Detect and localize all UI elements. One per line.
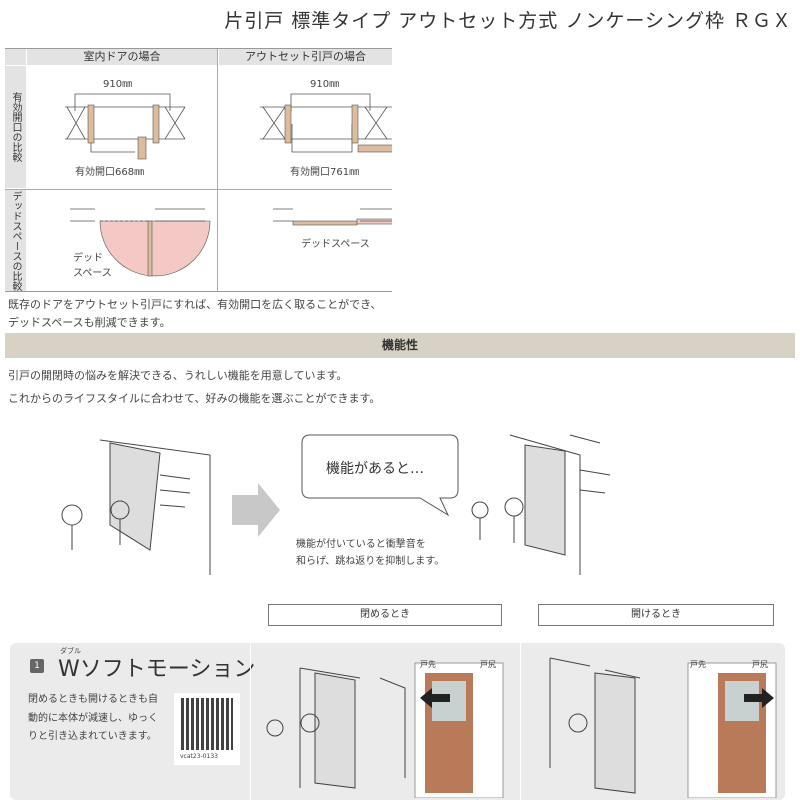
opening-right: 有効開口761㎜ (290, 167, 360, 178)
row-header-opening: 有効開口の比較 (5, 66, 26, 188)
speech-bubble-text: 機能があると… (326, 461, 424, 477)
door-label-end-2: 戸尻 (752, 660, 768, 669)
feature-panel: 1 ダブル Wソフトモーション 閉めるときも開けるときも自 動的に本体が減速し、… (10, 643, 785, 800)
opening-left: 有効開口668㎜ (75, 167, 145, 178)
width-label-left: 910㎜ (103, 79, 133, 90)
feature-title: Wソフトモーション (58, 657, 256, 682)
qr-code-label: vcat23-0133 (180, 753, 218, 760)
comparison-table: 室内ドアの場合 アウトセット引戸の場合 有効開口の比較 デッドスペースの比較 9… (5, 48, 392, 292)
comparison-caption-2: デッドスペースも削減できます。 (8, 316, 171, 329)
width-label-right: 910㎜ (310, 79, 340, 90)
feature-desc-2: 動的に本体が減速し、ゆっく (28, 713, 158, 724)
col-header-outset: アウトセット引戸の場合 (219, 49, 392, 65)
arrow-left-icon (420, 688, 450, 708)
section-line-2: これからのライフスタイルに合わせて、好みの機能を選ぶことができます。 (8, 392, 381, 405)
arrow-right-icon (232, 483, 280, 537)
feature-desc-1: 閉めるときも開けるときも自 (28, 694, 158, 705)
feature-desc-3: りと引き込まれていきます。 (28, 731, 157, 742)
dead-label-right: デッドスペース (301, 239, 370, 250)
close-button[interactable]: 閉めるとき (268, 604, 502, 626)
note-line-1: 機能が付いていると衝撃音を (296, 539, 426, 550)
feature-number-badge: 1 (30, 659, 44, 673)
section-line-1: 引戸の開閉時の悩みを解決できる、うれしい機能を用意しています。 (8, 369, 348, 382)
door-label-tip-2: 戸先 (690, 660, 706, 669)
row-header-deadspace: デッドスペースの比較 (5, 190, 26, 291)
col-header-indoor: 室内ドアの場合 (27, 49, 217, 65)
door-illustrations (61, 434, 611, 575)
soft-motion-illustrations (266, 657, 777, 798)
open-button[interactable]: 開けるとき (538, 604, 774, 626)
feature-ruby: ダブル (60, 647, 81, 655)
page-title: 片引戸 標準タイプ アウトセット方式 ノンケーシング枠 ＲＧＸ (224, 10, 792, 32)
opening-diagrams (65, 93, 392, 277)
door-label-tip-1: 戸先 (420, 660, 436, 669)
qr-code[interactable]: vcat23-0133 (174, 693, 240, 765)
door-label-end-1: 戸尻 (480, 660, 496, 669)
section-title: 機能性 (5, 333, 795, 358)
note-line-2: 和らげ、跳ね返りを抑制します。 (296, 556, 445, 567)
arrow-right-icon (744, 688, 774, 708)
comparison-caption-1: 既存のドアをアウトセット引戸にすれば、有効開口を広く取ることができ、 (8, 298, 382, 311)
dead-label-left: デッド スペース (73, 253, 112, 279)
